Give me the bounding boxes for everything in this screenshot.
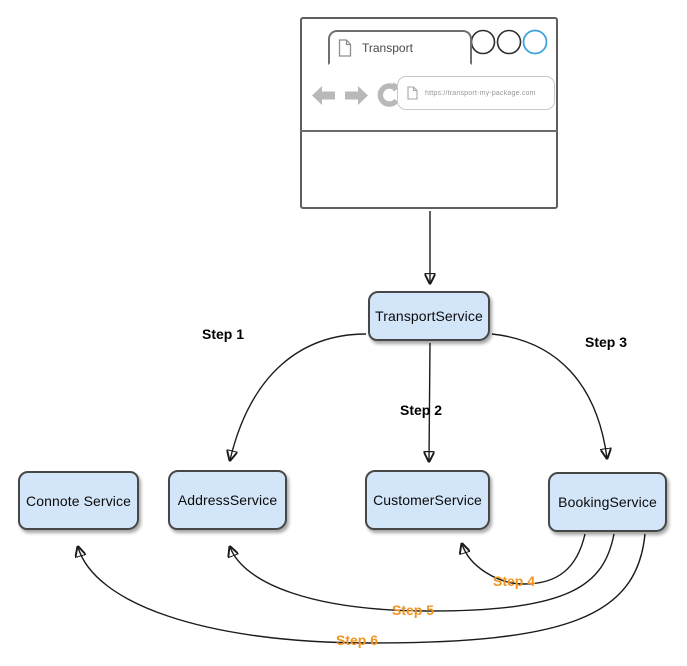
browser-tab-title: Transport — [362, 40, 413, 55]
node-label: BookingService — [558, 494, 657, 510]
window-circles — [470, 28, 550, 56]
node-customer-service[interactable]: CustomerService — [365, 470, 490, 530]
edge-step3-transport-to-booking — [491, 333, 607, 458]
step-4-label: Step 4 — [493, 573, 536, 589]
edge-step4-booking-to-customer — [462, 533, 586, 585]
step-6-label: Step 6 — [336, 632, 379, 648]
step-2-label: Step 2 — [400, 402, 443, 418]
back-arrow-icon — [312, 85, 336, 105]
browser-window-mockup: Transport — [300, 17, 558, 209]
node-transport-service[interactable]: TransportService — [368, 291, 490, 341]
edge-step6-booking-to-connote — [78, 533, 646, 644]
node-connote-service[interactable]: Connote Service — [18, 471, 139, 530]
step-5-label: Step 5 — [392, 602, 435, 618]
window-circle-1 — [470, 29, 496, 55]
edge-step2-transport-to-customer — [429, 342, 430, 461]
page-icon — [407, 86, 418, 100]
forward-arrow-icon — [344, 85, 368, 105]
edge-step1-transport-to-address — [230, 333, 367, 460]
node-booking-service[interactable]: BookingService — [548, 472, 667, 532]
browser-tab: Transport — [328, 30, 472, 65]
window-circle-accent — [522, 29, 548, 55]
node-label: AddressService — [177, 492, 278, 508]
node-label: CustomerService — [373, 492, 482, 508]
node-label: Connote Service — [25, 492, 131, 509]
step-3-label: Step 3 — [585, 334, 628, 350]
node-address-service[interactable]: AddressService — [168, 470, 287, 530]
edge-step5-booking-to-address — [230, 533, 615, 612]
node-label: TransportService — [375, 308, 483, 324]
address-bar: https://transport-my-package.com — [397, 76, 555, 110]
window-circle-2 — [496, 29, 522, 55]
url-text: https://transport-my-package.com — [425, 89, 536, 97]
page-icon — [338, 38, 352, 57]
browser-header-divider — [300, 130, 558, 132]
step-1-label: Step 1 — [202, 326, 245, 342]
